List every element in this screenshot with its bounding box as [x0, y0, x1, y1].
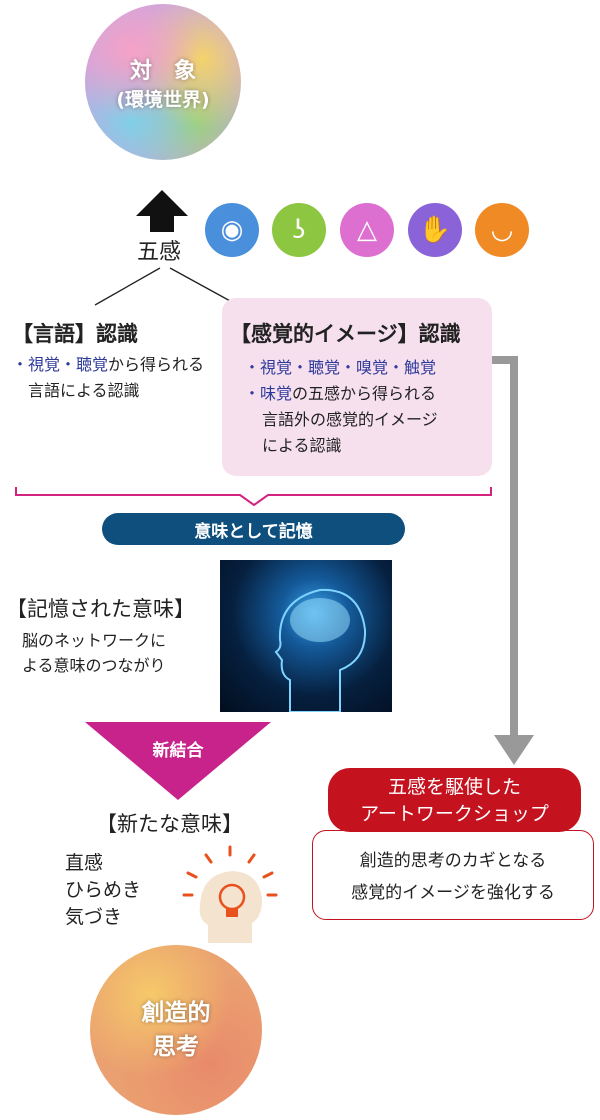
workshop-title1: 五感を駆使した — [387, 776, 521, 798]
workshop-description: 創造的思考のカギとなる 感覚的イメージを強化する — [312, 830, 594, 920]
new-meaning-item: ひらめき — [65, 879, 142, 901]
new-meaning-heading: 【新たな意味】 — [96, 812, 243, 836]
triangle — [85, 722, 271, 800]
sensory-line1: ・視覚・聴覚・嗅覚・触覚 — [244, 358, 437, 377]
creative-thinking-circle: 創造的 思考 — [90, 945, 262, 1115]
new-meaning-list: 直感 ひらめき 気づき — [65, 850, 141, 931]
sensory-taste: ・味覚 — [244, 384, 293, 403]
workshop-desc2: 感覚的イメージを強化する — [351, 883, 555, 903]
sensory-box: 【感覚的イメージ】認識 ・視覚・聴覚・嗅覚・触覚 ・味覚の五感から得られる 言語… — [222, 298, 492, 476]
hand-icon: ✋ — [408, 203, 462, 257]
nose-icon: △ — [340, 203, 394, 257]
ear-icon: ʖ — [272, 203, 326, 257]
five-senses-label: 五感 — [137, 240, 182, 265]
language-line1: ・視覚・聴覚から得られる — [12, 352, 204, 378]
remembered-line2: よる意味のつながり — [22, 656, 166, 675]
remembered-line1: 脳のネットワークに — [22, 631, 167, 650]
workshop-title2: アートワークショップ — [360, 803, 549, 825]
workshop-title: 五感を駆使した アートワークショップ — [328, 768, 581, 832]
workshop-desc1: 創造的思考のカギとなる — [359, 851, 547, 871]
eye-icon: ◉ — [205, 203, 259, 257]
creative-line2: 思考 — [153, 1034, 199, 1060]
memory-pill: 意味として記憶 — [102, 513, 405, 545]
language-line1-rest: から得られる — [108, 355, 205, 374]
sensory-line3: 言語外の感覚的イメージ — [262, 410, 438, 429]
sensory-heading: 【感覚的イメージ】認識 — [230, 322, 461, 346]
sensory-line2: ・味覚の五感から得られる — [244, 381, 436, 407]
object-circle: 対 象 (環境世界) — [85, 4, 241, 160]
recombine-label: 新結合 — [152, 741, 204, 761]
gray-arrow — [492, 356, 518, 740]
object-title: 対 象 — [129, 58, 196, 84]
brain-network-image — [220, 560, 392, 713]
new-meaning-item: 直感 — [65, 852, 104, 874]
sensory-line2-rest: の五感から得られる — [292, 384, 437, 403]
lightbulb-head-icon — [182, 845, 278, 943]
object-subtitle: (環境世界) — [116, 88, 210, 111]
language-line2: 言語による認識 — [28, 381, 140, 400]
language-heading: 【言語】認識 — [12, 322, 138, 346]
mouth-icon: ◡ — [475, 203, 529, 257]
bracket — [15, 487, 492, 507]
remembered-heading: 【記憶された意味】 — [6, 597, 195, 621]
language-senses: ・視覚・聴覚 — [12, 355, 109, 374]
new-meaning-item: 気づき — [65, 906, 123, 928]
creative-line1: 創造的 — [141, 1000, 211, 1026]
sensory-line4: による認識 — [262, 436, 342, 455]
up-arrow-icon — [136, 190, 188, 232]
